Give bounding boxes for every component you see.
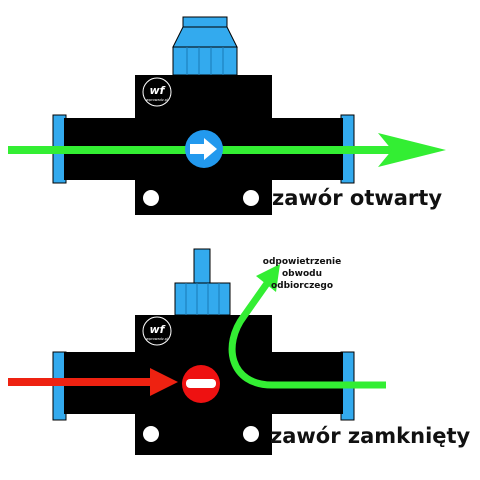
closed-indicator [182, 365, 220, 403]
vent-note: odpowietrzenie obwodu odbiorczego [247, 256, 357, 292]
svg-text:wprowadz.pl: wprowadz.pl [146, 98, 168, 102]
vent-flow-arrow [228, 264, 386, 389]
closed-valve-label: zawór zamknięty [270, 424, 471, 448]
open-valve-label: zawór otwarty [272, 186, 443, 210]
actuator-knob [174, 248, 231, 316]
logo: wf wprowadz.pl [142, 316, 172, 346]
logo: wf wprowadz.pl [142, 77, 172, 107]
mounting-hole [243, 426, 259, 442]
minus-bar-icon [186, 379, 216, 388]
open-indicator [185, 130, 223, 168]
open-valve: wf wprowadz.pl [8, 16, 446, 215]
mounting-hole [243, 190, 259, 206]
svg-text:wf: wf [150, 323, 166, 336]
inlet-flow-arrow [8, 368, 178, 396]
mounting-hole [143, 190, 159, 206]
arrow-right-icon [190, 138, 217, 160]
vent-note-line: odbiorczego [270, 281, 334, 291]
svg-text:wprowadz.pl: wprowadz.pl [146, 337, 168, 341]
vent-note-line: odpowietrzenie [262, 257, 342, 267]
mounting-hole [143, 426, 159, 442]
svg-text:wf: wf [150, 84, 166, 97]
actuator-knob [172, 16, 238, 76]
vent-note-line: obwodu [282, 269, 322, 279]
closed-valve: wf wprowadz.pl [8, 248, 386, 455]
